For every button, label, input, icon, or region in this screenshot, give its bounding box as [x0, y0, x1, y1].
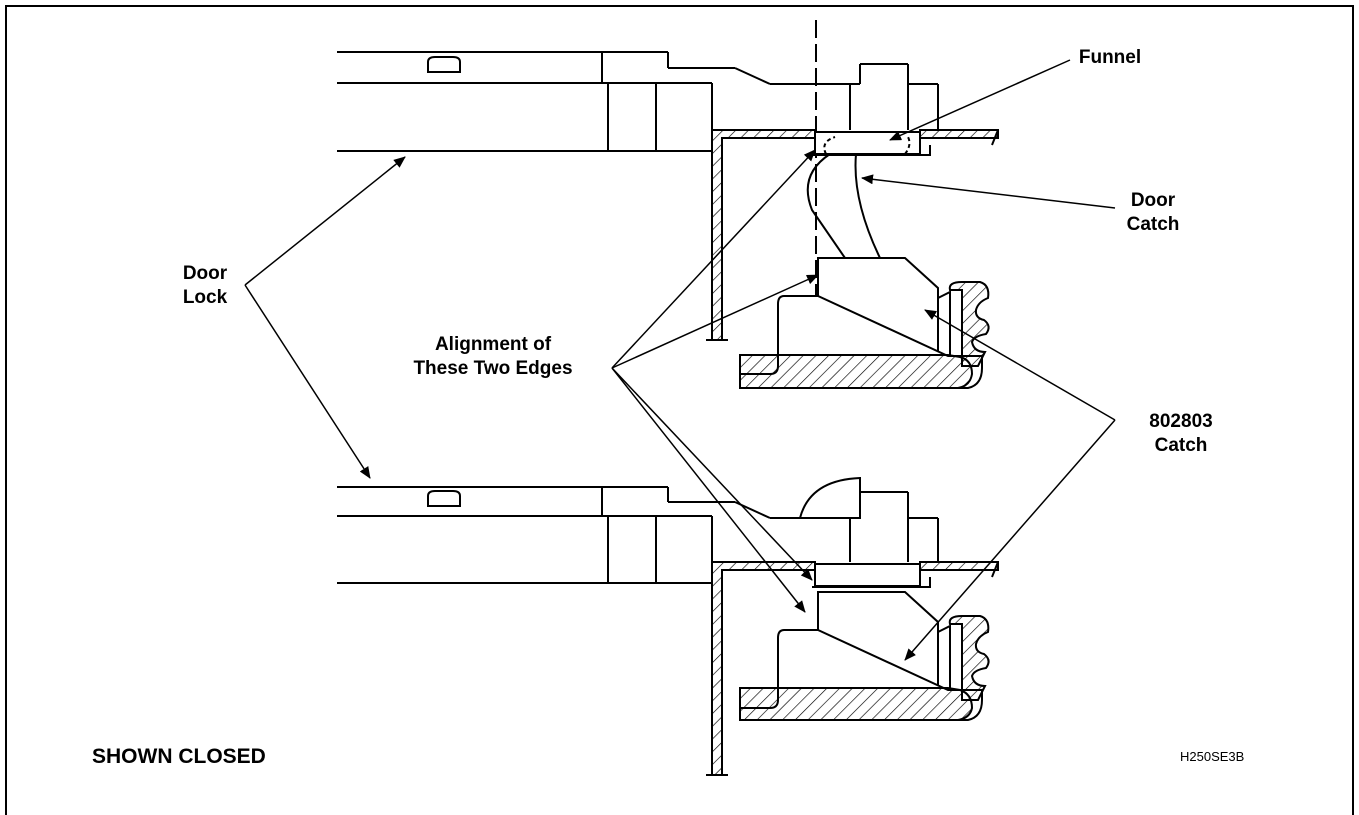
funnel-label: Funnel — [1078, 47, 1142, 68]
door-catch-label-line1: Door — [1130, 190, 1176, 211]
alignment-label: Alignment of These Two Edges — [378, 333, 608, 381]
alignment-leader-2 — [611, 274, 819, 369]
funnel-leader — [889, 59, 1071, 141]
door-lock-label: Door Lock — [160, 262, 250, 310]
alignment-leader-1 — [611, 149, 816, 369]
upper-frame-channel — [706, 20, 999, 341]
shown-closed-caption: SHOWN CLOSED — [92, 745, 266, 768]
catch-label: 802803 Catch — [1116, 410, 1246, 458]
alignment-leader-4 — [611, 367, 806, 613]
alignment-label-line1: Alignment of — [434, 334, 552, 355]
lower-door-lock — [337, 476, 939, 584]
upper-802803-catch — [739, 257, 990, 389]
lower-frame-channel — [706, 561, 999, 776]
upper-funnel — [812, 131, 931, 156]
door-lock-label-line1: Door — [182, 263, 228, 284]
catch-leader-lower — [904, 419, 1116, 661]
alignment-leader-3 — [611, 367, 813, 581]
door-lock-label-line2: Lock — [182, 287, 228, 308]
door-catch-leader — [861, 174, 1116, 209]
lower-802803-catch — [739, 591, 990, 721]
upper-door-catch — [806, 153, 881, 259]
figure-code: H250SE3B — [1180, 749, 1245, 764]
catch-label-line1: 802803 — [1149, 411, 1213, 432]
door-lock-leader-lower — [244, 284, 371, 479]
door-catch-label-line2: Catch — [1126, 214, 1180, 235]
lower-funnel — [812, 563, 931, 588]
leader-lines — [244, 59, 1116, 661]
catch-label-line2: Catch — [1154, 435, 1208, 456]
door-lock-leader-upper — [244, 156, 406, 286]
alignment-label-line2: These Two Edges — [413, 358, 573, 379]
figure-border — [5, 5, 1354, 815]
catch-leader-upper — [924, 309, 1116, 421]
door-catch-label: Door Catch — [1098, 189, 1208, 237]
